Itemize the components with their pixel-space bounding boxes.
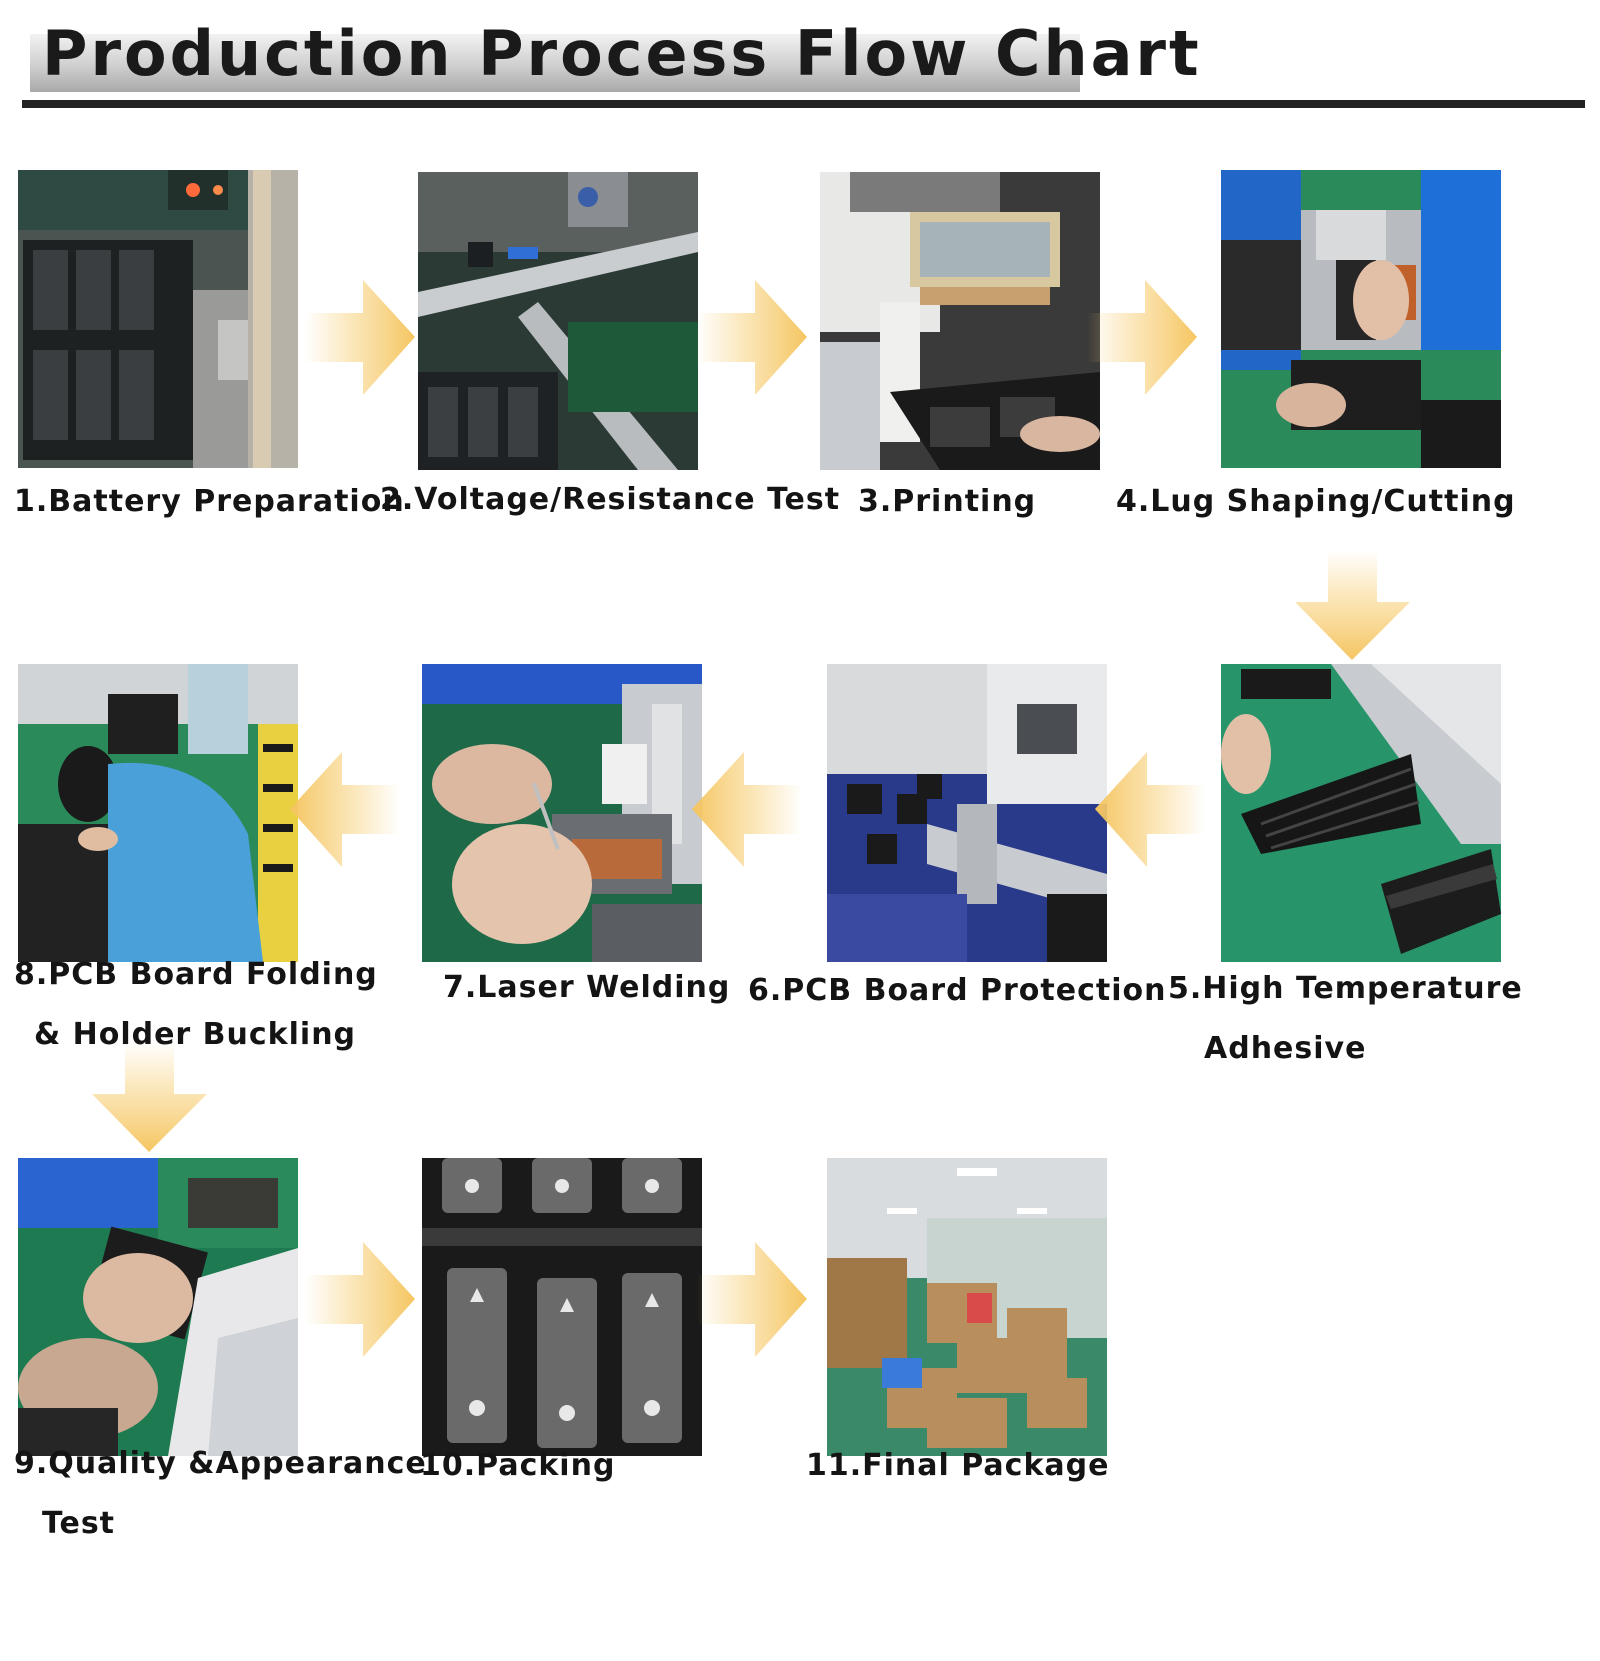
- arrow-right-icon: [1087, 280, 1197, 395]
- step-6-label: 6.PCB Board Protection: [748, 973, 1167, 1008]
- step-10-label: 10.Packing: [420, 1448, 616, 1483]
- title-underline: [22, 100, 1585, 108]
- arrow-down-icon: [92, 1042, 207, 1152]
- photo-final-package: [827, 1158, 1107, 1456]
- step-4-label: 4.Lug Shaping/Cutting: [1116, 484, 1516, 519]
- step-8-label: 8.PCB Board Folding & Holder Buckling: [14, 945, 378, 1065]
- step-1-label: 1.Battery Preparation: [14, 484, 405, 519]
- photo-lug-shaping-cutting: [1221, 170, 1501, 468]
- arrow-down-icon: [1295, 550, 1410, 660]
- page-title: Production Process Flow Chart: [42, 17, 1202, 90]
- step-9-label: 9.Quality &Appearance Test: [14, 1434, 427, 1554]
- photo-battery-preparation: [18, 170, 298, 468]
- arrow-left-icon: [1095, 752, 1205, 867]
- photo-quality-appearance-test: [18, 1158, 298, 1456]
- step-8-label-line2: & Holder Buckling: [34, 1017, 357, 1052]
- photo-high-temperature-adhesive: [1221, 664, 1501, 962]
- step-11-label: 11.Final Package: [806, 1448, 1110, 1483]
- photo-pcb-board-protection: [827, 664, 1107, 962]
- photo-voltage-resistance-test: [418, 172, 698, 470]
- photo-pcb-board-folding: [18, 664, 298, 962]
- arrow-left-icon: [290, 752, 400, 867]
- arrow-right-icon: [697, 1242, 807, 1357]
- arrow-left-icon: [692, 752, 802, 867]
- step-9-label-line1: 9.Quality &Appearance: [14, 1446, 427, 1481]
- step-8-label-line1: 8.PCB Board Folding: [14, 957, 378, 992]
- photo-packing: [422, 1158, 702, 1456]
- step-5-label-line1: 5.High Temperature: [1168, 971, 1523, 1006]
- photo-printing: [820, 172, 1100, 470]
- arrow-right-icon: [305, 280, 415, 395]
- step-5-label-line2: Adhesive: [1204, 1031, 1367, 1066]
- photo-laser-welding: [422, 664, 702, 962]
- step-9-label-line2: Test: [42, 1506, 116, 1541]
- step-3-label: 3.Printing: [858, 484, 1037, 519]
- step-5-label: 5.High Temperature Adhesive: [1168, 959, 1523, 1079]
- arrow-right-icon: [305, 1242, 415, 1357]
- step-7-label: 7.Laser Welding: [443, 970, 731, 1005]
- title-band: [30, 34, 1080, 92]
- step-2-label: 2.Voltage/Resistance Test: [380, 482, 841, 517]
- arrow-right-icon: [697, 280, 807, 395]
